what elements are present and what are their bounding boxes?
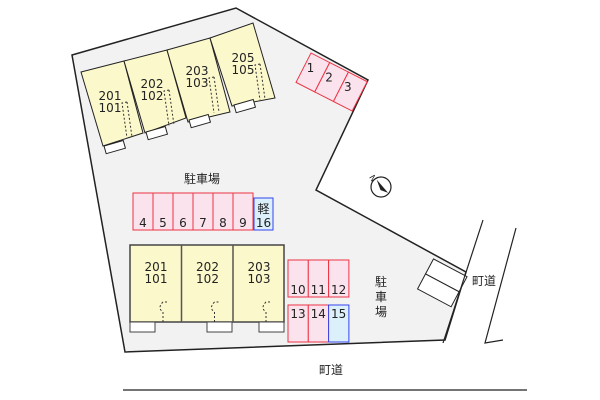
parking-space-kei: 軽16 xyxy=(253,197,274,231)
svg-text:駐車場: 駐車場 xyxy=(375,274,387,319)
parking-number: 10 xyxy=(290,283,305,297)
porch xyxy=(188,113,212,129)
parking-space: 12 xyxy=(328,259,350,298)
parking-number: 4 xyxy=(139,216,147,230)
parking-space: 10 xyxy=(287,259,309,298)
parking-number: 6 xyxy=(179,216,187,230)
unit-number-upper: 201 xyxy=(99,89,122,103)
parking-space: 6 xyxy=(172,192,194,231)
unit-number-upper: 202 xyxy=(141,77,164,91)
building-outline xyxy=(166,37,231,123)
parking-number: 9 xyxy=(239,216,247,230)
parking-number: 14 xyxy=(311,307,326,321)
parking-number: 11 xyxy=(311,283,326,297)
porch xyxy=(258,321,285,333)
interior-passage xyxy=(262,301,270,322)
road-right xyxy=(442,219,517,344)
parking-space: 3 xyxy=(332,71,368,112)
parking-space-kei: 15 xyxy=(328,304,350,343)
unit-number-lower: 102 xyxy=(141,89,164,103)
building-outline xyxy=(123,49,187,134)
storage-shed xyxy=(416,258,468,308)
interior-passage xyxy=(211,301,219,322)
parking-space: 11 xyxy=(307,259,330,298)
porch xyxy=(103,139,127,155)
parking-number: 12 xyxy=(331,283,346,297)
interior-passage xyxy=(254,63,266,101)
parking-number: 16 xyxy=(256,216,271,230)
porch xyxy=(129,321,156,333)
parking-number: 1 xyxy=(307,61,315,75)
parking-space: 13 xyxy=(287,304,309,343)
unit-number-upper: 201 xyxy=(145,260,168,274)
porch xyxy=(206,321,233,333)
parking-space: 8 xyxy=(212,192,234,231)
building-outline xyxy=(80,60,144,147)
unit-number-lower: 103 xyxy=(248,272,271,286)
unit-number-lower: 105 xyxy=(232,63,255,77)
parking-number: 15 xyxy=(331,307,346,321)
porch xyxy=(233,98,257,114)
building-outline xyxy=(209,22,276,107)
interior-passage xyxy=(208,76,220,114)
parking-space: 5 xyxy=(152,192,174,231)
parking-space: 7 xyxy=(192,192,214,231)
parking-number: 13 xyxy=(290,307,305,321)
unit-number-lower: 101 xyxy=(99,101,122,115)
svg-text:N: N xyxy=(367,174,378,184)
unit-number-upper: 202 xyxy=(196,260,219,274)
interior-passage xyxy=(159,301,167,322)
north-compass-icon: N xyxy=(367,174,392,198)
interior-passage xyxy=(121,101,133,139)
unit-number-upper: 203 xyxy=(248,260,271,274)
unit-number-lower: 103 xyxy=(186,76,209,90)
unit-number-upper: 203 xyxy=(186,64,209,78)
kei-label: 軽 xyxy=(257,202,269,216)
parking-space: 4 xyxy=(132,192,154,231)
parking-number: 3 xyxy=(344,80,352,94)
parking-lot-label-right: 駐車場 xyxy=(375,274,387,319)
unit-number-lower: 102 xyxy=(196,272,219,286)
parking-space: 9 xyxy=(232,192,254,231)
building-outline xyxy=(129,244,285,323)
unit-number-upper: 205 xyxy=(232,51,255,65)
parking-number: 5 xyxy=(159,216,167,230)
parking-lot-label-top: 駐車場 xyxy=(184,171,220,186)
road-label-bottom: 町道 xyxy=(319,363,343,377)
interior-passage xyxy=(163,89,175,127)
porch xyxy=(145,125,169,141)
parking-number: 7 xyxy=(199,216,207,230)
road-label-right: 町道 xyxy=(472,274,496,288)
unit-number-lower: 101 xyxy=(145,272,168,286)
parking-space: 14 xyxy=(307,304,330,343)
parking-number: 2 xyxy=(325,70,333,84)
parking-number: 8 xyxy=(219,216,227,230)
